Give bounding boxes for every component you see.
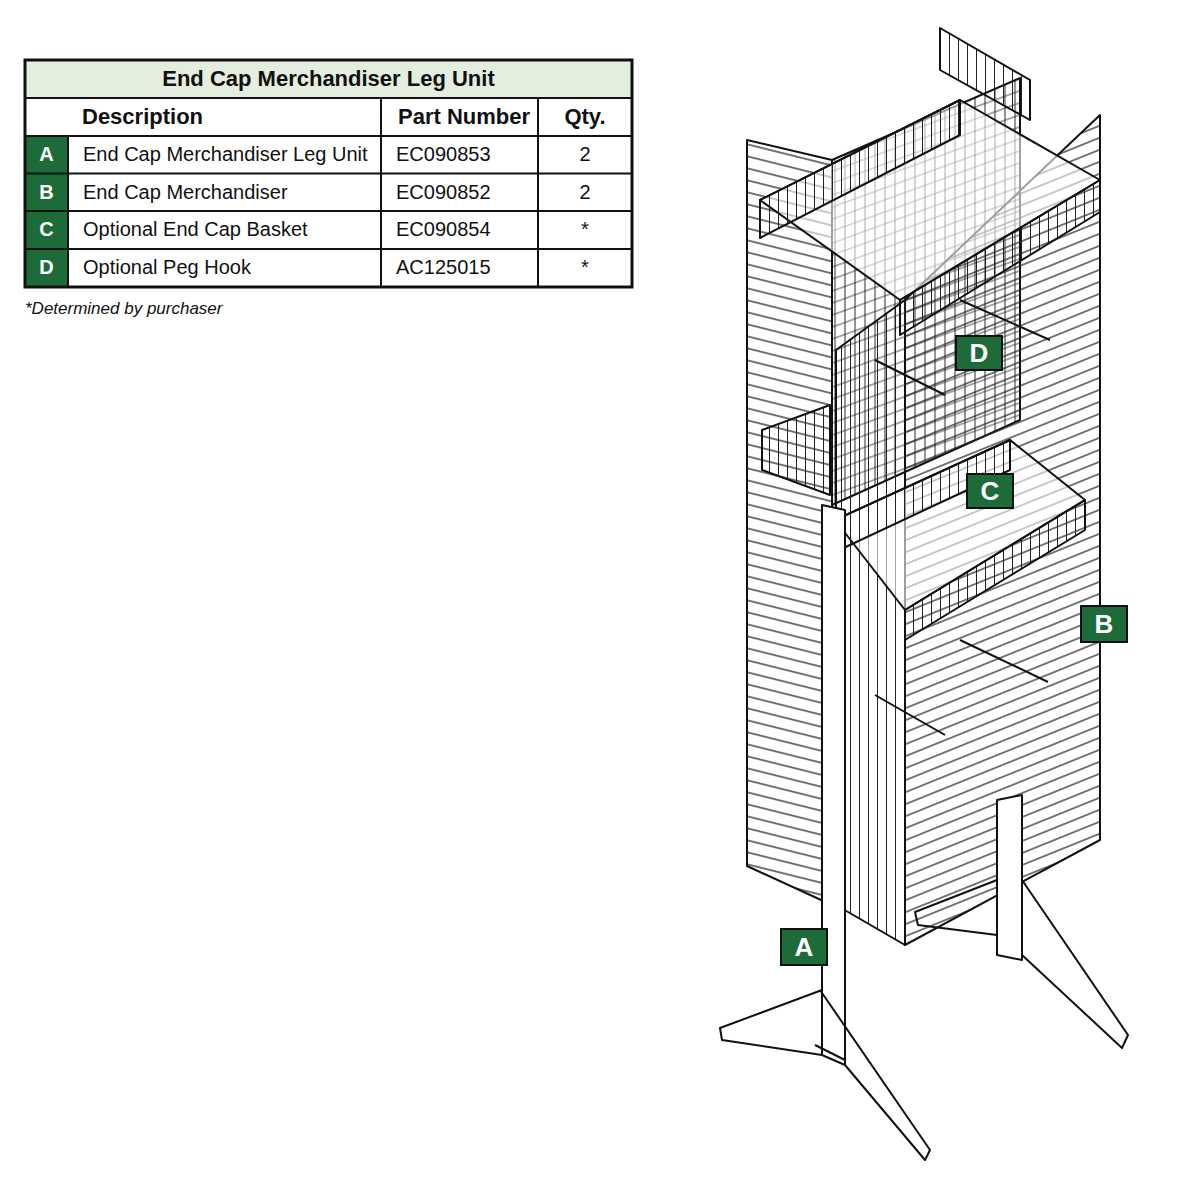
part-quantity: * <box>538 211 632 249</box>
column-header: Part Number <box>381 98 538 136</box>
part-number: EC090854 <box>381 211 538 249</box>
part-letter: A <box>25 136 68 174</box>
part-quantity: * <box>538 249 632 287</box>
part-quantity: 2 <box>538 174 632 212</box>
table-title: End Cap Merchandiser Leg Unit <box>25 60 632 98</box>
part-description: Optional End Cap Basket <box>68 211 381 249</box>
column-header: Description <box>25 98 381 136</box>
part-letter: C <box>25 211 68 249</box>
part-number: EC090853 <box>381 136 538 174</box>
part-description: End Cap Merchandiser <box>68 174 381 212</box>
callout-letter: A <box>780 928 828 966</box>
part-number: EC090852 <box>381 174 538 212</box>
part-description: End Cap Merchandiser Leg Unit <box>68 136 381 174</box>
callout-letter: C <box>966 473 1014 509</box>
callout-letter: D <box>955 335 1003 371</box>
part-letter: D <box>25 249 68 287</box>
part-number: AC125015 <box>381 249 538 287</box>
part-description: Optional Peg Hook <box>68 249 381 287</box>
footnote: *Determined by purchaser <box>25 296 425 322</box>
callout-letter: B <box>1080 605 1128 643</box>
column-header: Qty. <box>538 98 632 136</box>
part-quantity: 2 <box>538 136 632 174</box>
part-letter: B <box>25 174 68 212</box>
